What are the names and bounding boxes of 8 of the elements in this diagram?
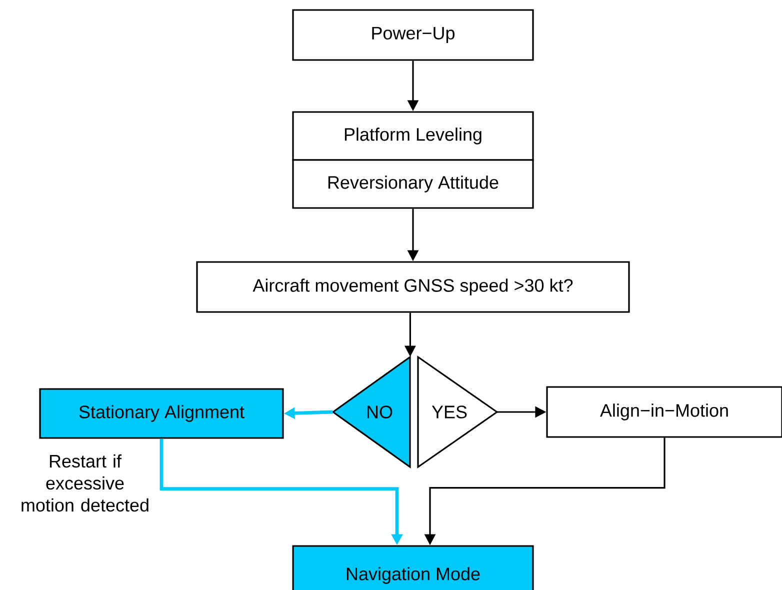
process-box: Stationary Alignment [39,388,284,439]
process-box: Navigation Mode [292,545,534,590]
edge-label: Restart if excessive motion detected [22,454,148,512]
process-box: Align−in−Motion [546,386,782,438]
process-box: Reversionary Attitude [292,159,534,209]
process-box: Platform Leveling [292,111,534,161]
process-box: Power−Up [292,9,534,61]
process-box: Aircraft movement GNSS speed >30 kt? [196,261,630,313]
